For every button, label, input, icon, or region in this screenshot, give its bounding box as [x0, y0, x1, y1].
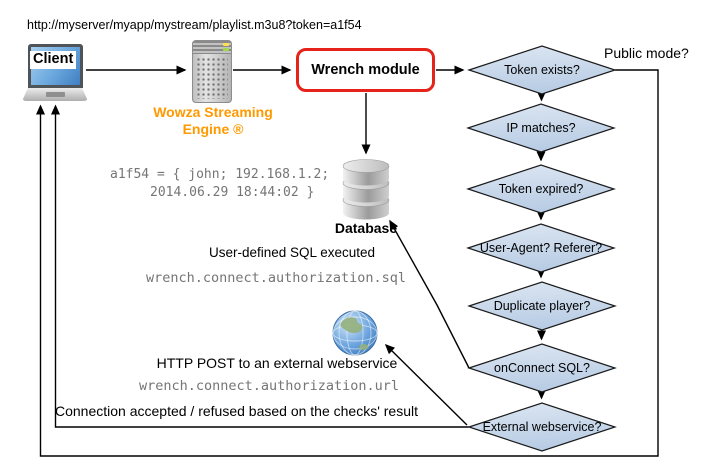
- check-label-ip-matches: IP matches?: [506, 121, 576, 135]
- webservice-step-caption: HTTP POST to an external webservice: [156, 355, 398, 371]
- database-label: Database: [334, 220, 398, 236]
- wrench-module-label: Wrench module: [311, 62, 420, 78]
- check-label-external-webservice: External webservice?: [482, 420, 602, 434]
- database-icon: [342, 159, 390, 220]
- client-computer-icon: Client: [22, 44, 88, 102]
- check-diamond-ip-matches: [466, 103, 616, 153]
- wrench-module-box: Wrench module: [296, 48, 435, 92]
- public-mode-label: Public mode?: [604, 45, 689, 61]
- connector-public-mode-to-client: [36, 69, 659, 457]
- server-led-yellow: [223, 43, 229, 46]
- check-diamond-duplicate-player: [467, 281, 617, 331]
- connector-onconnect-to-database: [389, 219, 470, 369]
- check-diamond-external-webservice: [467, 402, 617, 452]
- request-url-text: http://myserver/myapp/mystream/playlist.…: [27, 18, 362, 32]
- server-grill: [196, 57, 228, 99]
- server-top-panel: [193, 41, 231, 54]
- check-label-token-exists: Token exists?: [504, 63, 580, 77]
- server-icon: [192, 40, 232, 103]
- client-label: Client: [30, 51, 77, 69]
- wowza-label-line2: Engine ®: [182, 121, 244, 137]
- webservice-step-file: wrench.connect.authorization.url: [138, 378, 400, 394]
- result-caption: Connection accepted / refused based on t…: [55, 403, 419, 419]
- connector-result-to-client: [51, 104, 469, 428]
- server-led-green: [223, 48, 229, 51]
- check-diamond-token-exists: [467, 45, 617, 95]
- check-label-token-expired: Token expired?: [498, 182, 584, 196]
- check-diamond-user-agent-referer: [466, 223, 616, 273]
- check-diamond-onconnect-sql: [467, 343, 617, 393]
- sql-step-file: wrench.connect.authorization.sql: [145, 270, 407, 286]
- wowza-label: Wowza Streaming Engine ®: [147, 104, 279, 138]
- wowza-label-line1: Wowza Streaming: [153, 104, 273, 120]
- connector-webservice-to-globe: [384, 343, 468, 426]
- token-note-line2: 2014.06.29 18:44:02 }: [150, 185, 315, 200]
- token-note-line1: a1f54 = { john; 192.168.1.2;: [110, 167, 330, 182]
- check-diamond-token-expired: [466, 164, 616, 214]
- webservice-globe-icon: [332, 310, 378, 356]
- sql-step-caption: User-defined SQL executed: [208, 245, 376, 260]
- check-label-user-agent-referer: User-Agent? Referer?: [479, 241, 603, 255]
- laptop-notch: [46, 92, 65, 97]
- check-label-duplicate-player: Duplicate player?: [493, 299, 591, 313]
- check-label-onconnect-sql: onConnect SQL?: [494, 361, 590, 375]
